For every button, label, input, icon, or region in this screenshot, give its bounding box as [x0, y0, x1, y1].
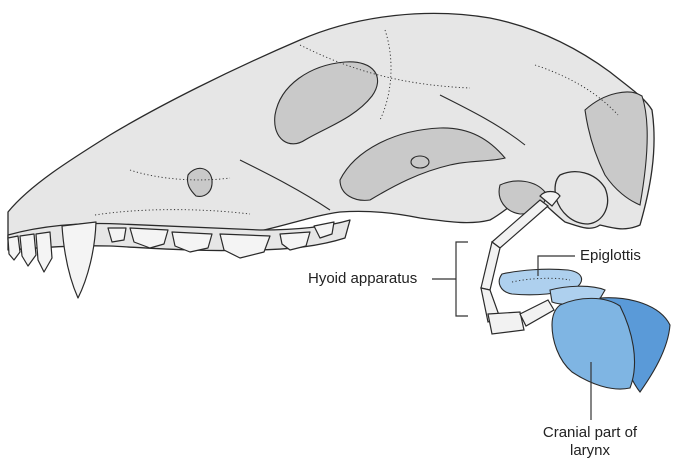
larynx-label: Cranial part of larynx [540, 424, 640, 460]
thyrohyoid [520, 300, 554, 326]
carnassial [220, 234, 270, 258]
hyoid-apparatus-label: Hyoid apparatus [308, 270, 417, 288]
epiglottis-label: Epiglottis [580, 247, 641, 265]
thyroid-cartilage [552, 298, 635, 389]
skull [8, 13, 654, 250]
larynx [499, 256, 670, 420]
incisor-3 [36, 232, 52, 272]
foramen [411, 156, 429, 168]
basihyoid [488, 312, 524, 334]
incisor-2 [20, 234, 36, 266]
hyoid-bracket [456, 242, 468, 316]
incisor-1 [8, 236, 20, 260]
epihyoid [481, 242, 500, 290]
canine [62, 222, 96, 298]
